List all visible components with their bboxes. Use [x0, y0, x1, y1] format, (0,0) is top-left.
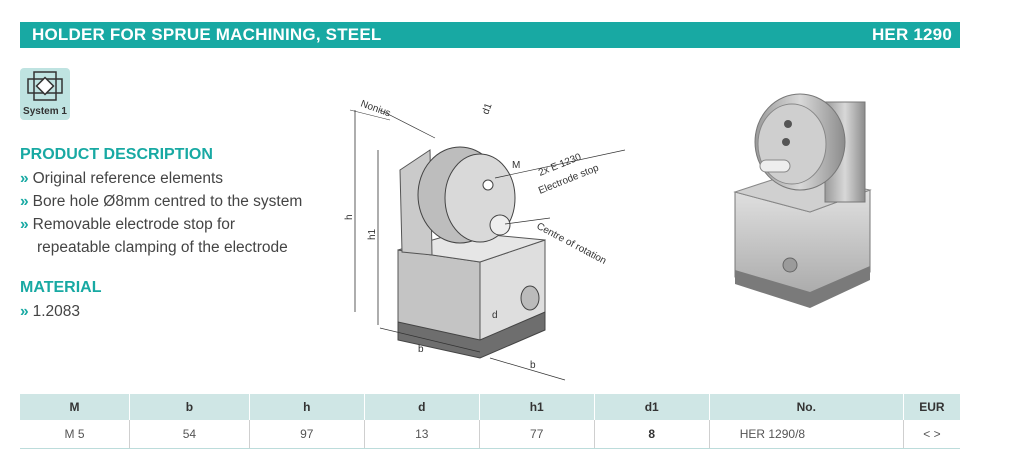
technical-drawing: Nonius d1 M 2x E 1230 Electrode stop Cen…: [344, 98, 626, 381]
label-b-right: b: [530, 360, 536, 371]
cell-h1: 77: [479, 420, 595, 449]
bullet-chevron-icon: »: [20, 193, 29, 210]
product-code: HER 1290: [871, 25, 952, 44]
label-h1: h1: [367, 228, 378, 240]
system-badge-label: System 1: [23, 106, 67, 117]
product-photo: [733, 93, 872, 308]
col-h1: h1: [479, 394, 595, 420]
system-badge: System 1: [20, 68, 70, 120]
bullet-chevron-icon: »: [20, 303, 29, 320]
col-d1: d1: [594, 394, 710, 420]
col-d: d: [364, 394, 480, 420]
table-header-row: M b h d h1 d1 No. EUR: [20, 394, 960, 420]
cell-d: 13: [364, 420, 480, 449]
description-item: »Bore hole Ø8mm centred to the system: [20, 193, 303, 210]
cell-eur-price[interactable]: < >: [903, 420, 960, 449]
col-b: b: [129, 394, 250, 420]
label-h: h: [344, 214, 355, 220]
system-1-icon: [27, 71, 63, 101]
cell-h: 97: [249, 420, 365, 449]
col-eur: EUR: [903, 394, 960, 420]
cell-d1: 8: [594, 420, 710, 449]
bullet-chevron-icon: »: [20, 170, 29, 187]
label-b-left: b: [418, 344, 424, 355]
label-d1: d1: [480, 101, 494, 116]
description-item-continued: repeatable clamping of the electrode: [37, 239, 288, 256]
table-row: M 5 54 97 13 77 8 HER 1290/8 < >: [20, 420, 960, 449]
cell-part-number: HER 1290/8: [709, 420, 904, 449]
description-item: »Removable electrode stop for: [20, 216, 236, 233]
cell-m: M 5: [20, 420, 131, 449]
material-title: MATERIAL: [20, 279, 102, 296]
spec-table: M b h d h1 d1 No. EUR M 5 54 97 13 77 8 …: [20, 394, 960, 449]
page-title: HOLDER FOR SPRUE MACHINING, STEEL: [32, 25, 382, 44]
description-item: »Original reference elements: [20, 170, 224, 187]
cell-b: 54: [129, 420, 250, 449]
label-d: d: [492, 310, 498, 321]
col-m: M: [20, 394, 131, 420]
label-centre-of-rotation: Centre of rotation: [535, 221, 608, 267]
material-item: »1.2083: [20, 303, 81, 320]
label-m: M: [512, 160, 520, 171]
product-description-title: PRODUCT DESCRIPTION: [20, 146, 213, 163]
col-h: h: [249, 394, 365, 420]
col-no: No.: [709, 394, 904, 420]
bullet-chevron-icon: »: [20, 216, 29, 233]
title-bar: HOLDER FOR SPRUE MACHINING, STEEL HER 12…: [20, 22, 960, 48]
